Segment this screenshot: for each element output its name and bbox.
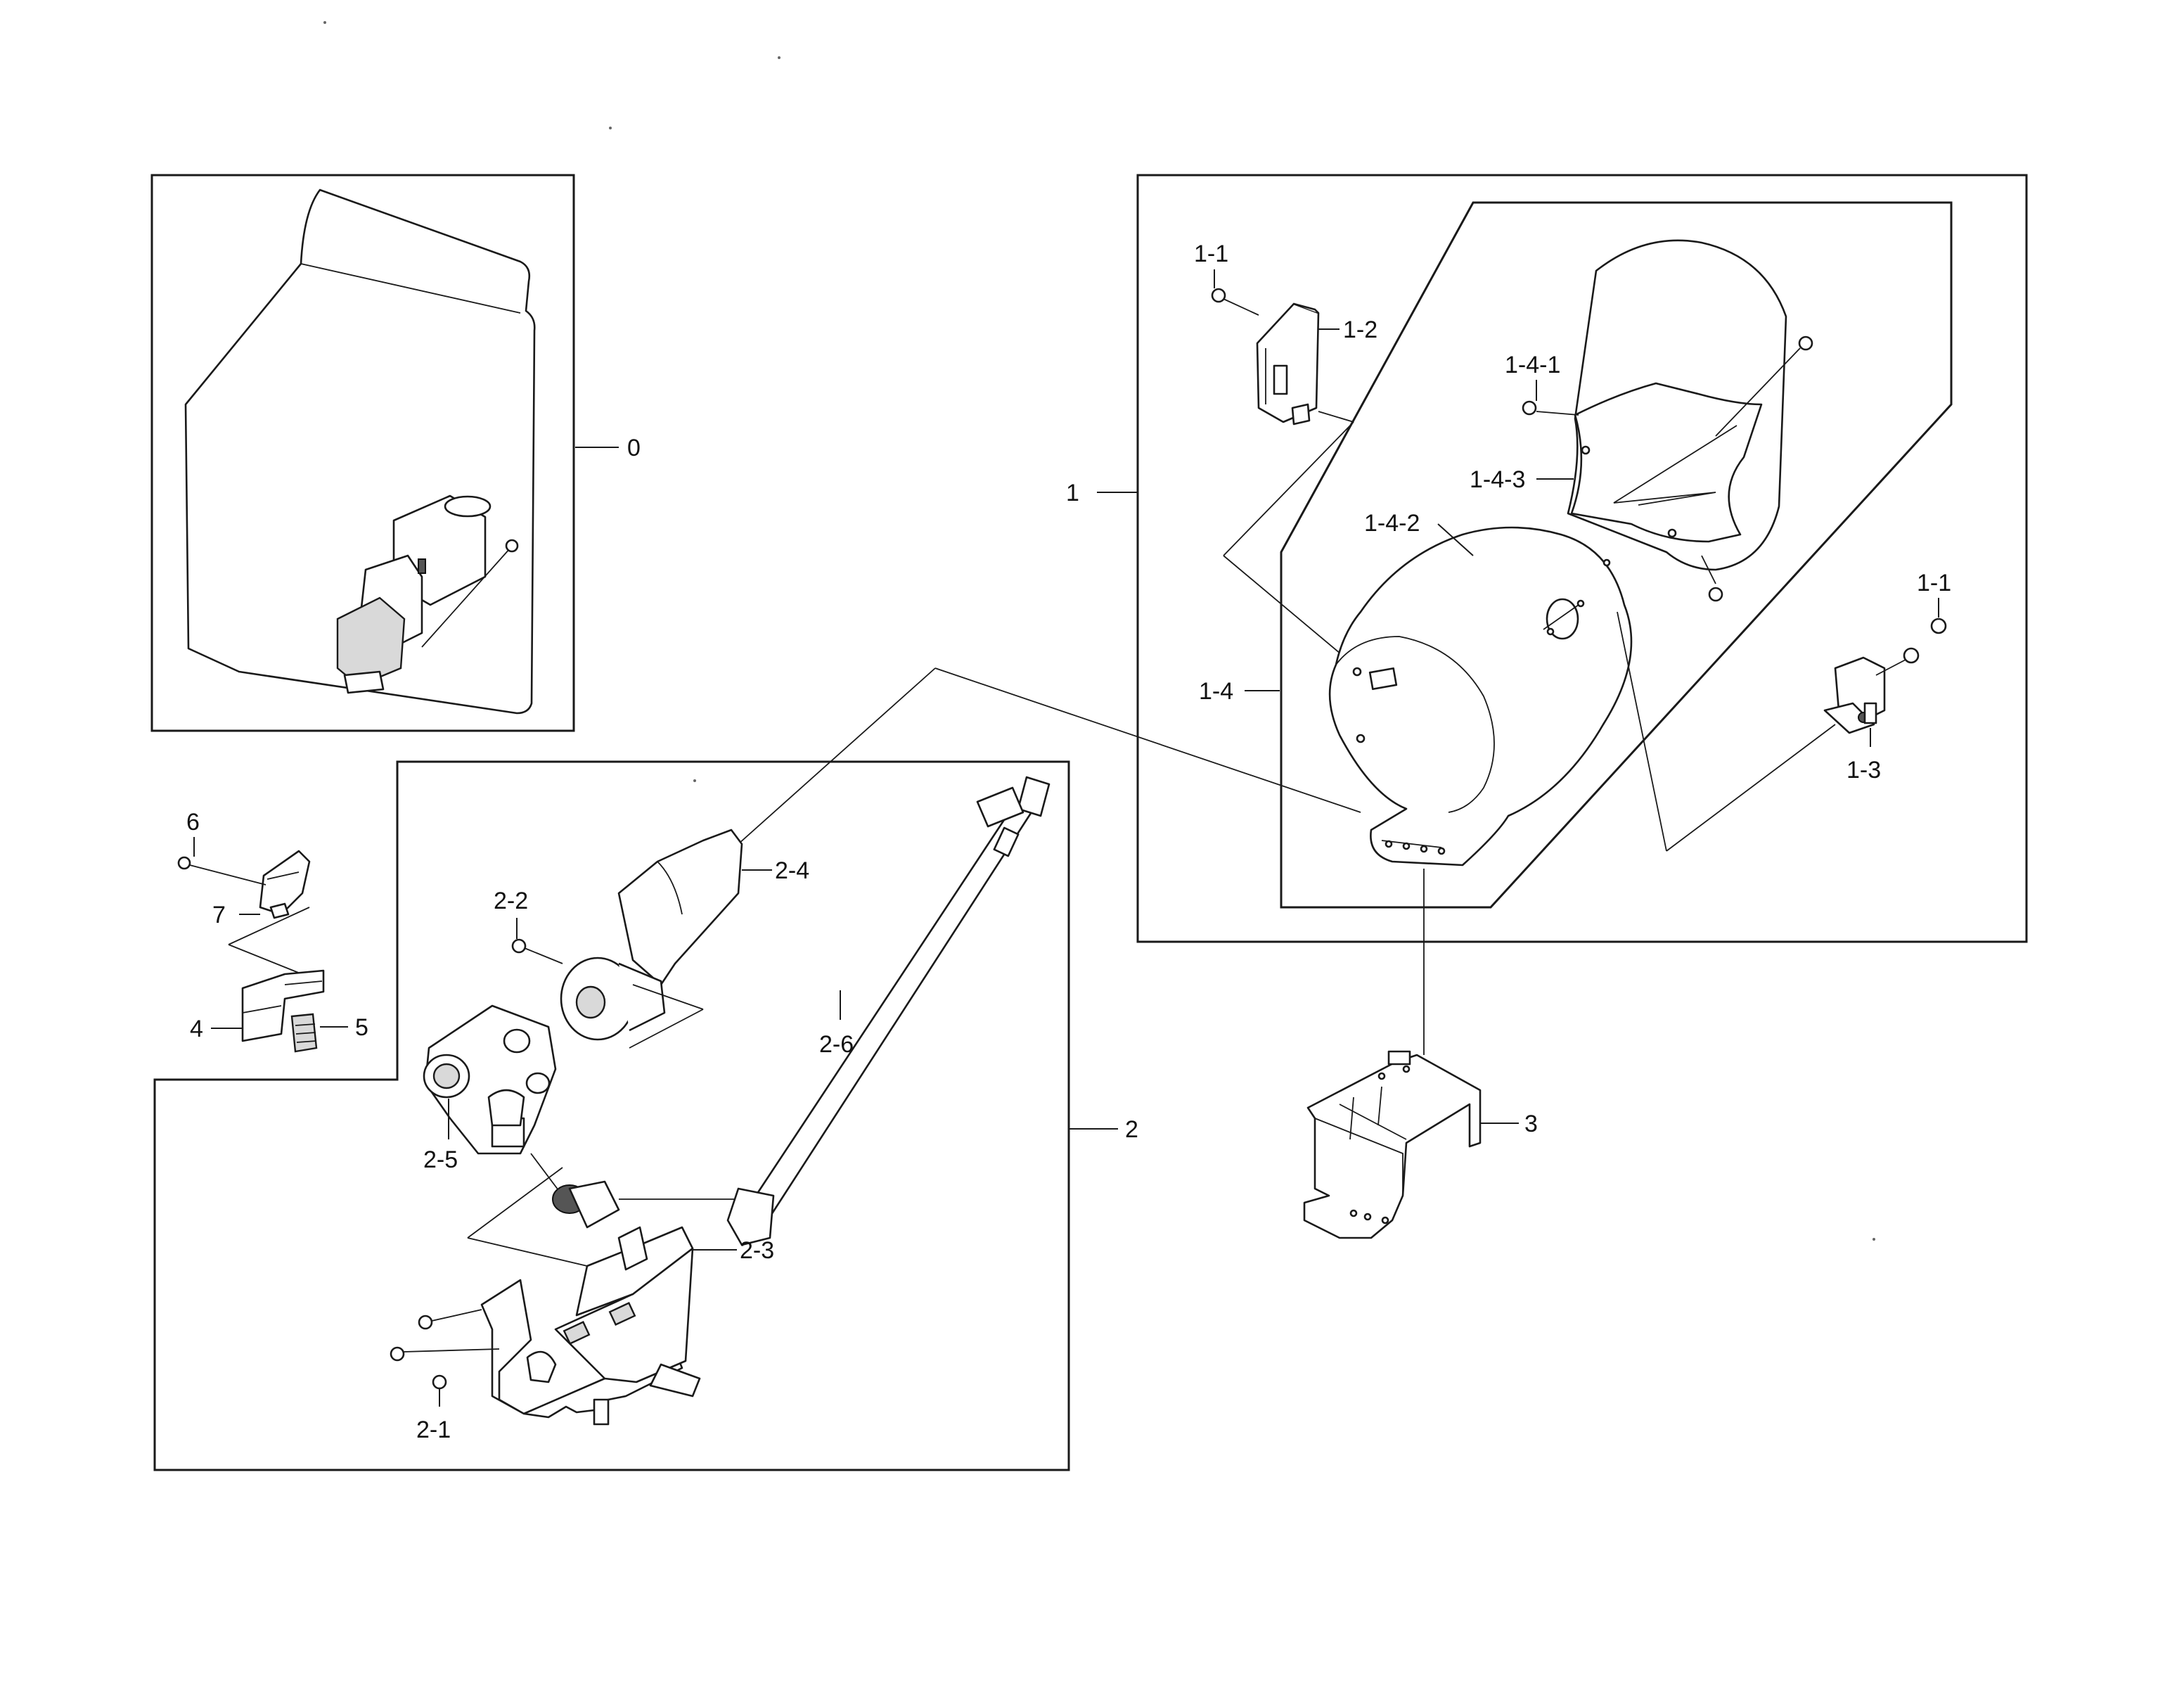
label-7: 7 — [212, 902, 226, 928]
label-1-4-2: 1-4-2 — [1364, 510, 1420, 537]
label-2-6-group: 2-6 — [819, 990, 854, 1058]
screw-1-4-1 — [1522, 400, 1579, 416]
label-1-4-3: 1-4-3 — [1470, 466, 1525, 493]
label-1-4-1-group: 1-4-1 — [1505, 352, 1560, 401]
bracket-2-3-illustration — [467, 1167, 701, 1426]
label-4: 4 — [190, 1016, 203, 1042]
label-2-5: 2-5 — [423, 1146, 458, 1173]
screen-5-illustration — [290, 1013, 318, 1053]
label-2-2: 2-2 — [494, 888, 528, 914]
label-2-1-group: 2-1 — [416, 1389, 451, 1443]
clip-7-illustration — [228, 850, 311, 978]
sensor-1-3-illustration — [1823, 656, 1886, 734]
label-2-2-group: 2-2 — [494, 888, 528, 939]
label-4-group: 4 — [190, 1016, 243, 1042]
assembly-0-frame — [150, 174, 575, 732]
label-1-4-3-group: 1-4-3 — [1470, 466, 1574, 493]
assembly-2-frame — [153, 760, 1070, 1471]
screw-6 — [177, 856, 266, 885]
label-2: 2 — [1125, 1116, 1138, 1143]
screw-1-1-top — [1211, 288, 1259, 316]
igniter-4-illustration — [241, 969, 325, 1042]
label-1-3: 1-3 — [1846, 757, 1881, 784]
label-0: 0 — [627, 435, 641, 461]
screws-2-1 — [390, 1309, 500, 1390]
assembly-1-frame — [1136, 174, 2028, 943]
cylinder-1-4-2-illustration — [1328, 526, 1836, 867]
bracket-1-2-illustration — [1223, 302, 1354, 665]
label-1-1-right-group: 1-1 — [1917, 570, 1951, 618]
screws-1-1-right — [1875, 618, 1947, 676]
label-1-2-group: 1-2 — [1318, 316, 1377, 343]
label-1-4-1: 1-4-1 — [1505, 352, 1560, 378]
label-2-5-group: 2-5 — [423, 1099, 458, 1173]
label-7-group: 7 — [212, 902, 260, 928]
label-2-1: 2-1 — [416, 1417, 451, 1443]
label-1-1-right: 1-1 — [1917, 570, 1951, 596]
scan-specks — [323, 21, 1875, 1241]
assembly-0-burner-illustration — [336, 494, 519, 694]
cylinder-1-4-3-illustration — [1567, 239, 1813, 602]
label-1: 1 — [1066, 480, 1079, 506]
label-2-6: 2-6 — [819, 1031, 854, 1058]
screw-2-2 — [511, 938, 563, 964]
label-1-1-top-group: 1-1 — [1194, 241, 1228, 288]
label-0-group: 0 — [575, 435, 641, 461]
label-1-3-group: 1-3 — [1846, 728, 1881, 784]
label-5: 5 — [355, 1014, 368, 1041]
label-2-group: 2 — [1069, 1116, 1138, 1143]
label-1-4-2-group: 1-4-2 — [1364, 510, 1474, 556]
label-6-group: 6 — [186, 809, 200, 857]
label-1-2: 1-2 — [1343, 316, 1377, 343]
label-3: 3 — [1524, 1111, 1538, 1137]
gas-valve-2-5-illustration — [423, 1004, 563, 1196]
label-5-group: 5 — [320, 1014, 368, 1041]
label-3-group: 3 — [1480, 1111, 1538, 1137]
label-2-3: 2-3 — [740, 1237, 774, 1264]
label-2-3-group: 2-3 — [693, 1237, 774, 1264]
label-1-group: 1 — [1066, 480, 1138, 506]
label-2-4: 2-4 — [775, 857, 809, 884]
label-2-4-group: 2-4 — [742, 857, 809, 884]
label-1-1-top: 1-1 — [1194, 241, 1228, 267]
burner-tube-2-4-illustration — [560, 829, 743, 1049]
label-6: 6 — [186, 809, 200, 836]
label-1-4: 1-4 — [1199, 678, 1233, 705]
label-1-4-group: 1-4 — [1199, 678, 1280, 705]
gas-pipe-2-6-illustration — [552, 776, 1051, 1246]
bracket-3-illustration — [1303, 1050, 1482, 1239]
connector-lines-assembly — [738, 667, 1425, 1055]
